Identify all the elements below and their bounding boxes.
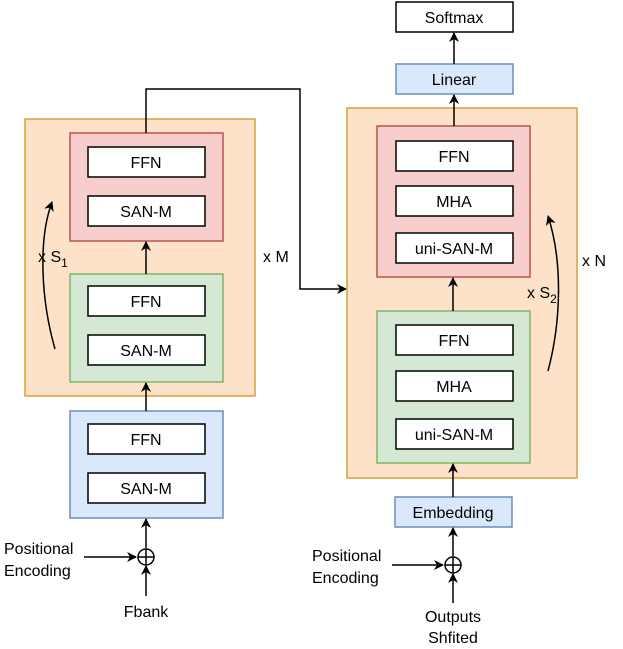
encoder-first-ffn-label: FFN bbox=[130, 432, 161, 449]
decoder-bottom-uni-box bbox=[395, 418, 514, 450]
encoder-middle-ffn-box bbox=[87, 285, 206, 317]
decoder-bottom-mha-label: MHA bbox=[436, 379, 472, 396]
decoder-repeat-arrow bbox=[546, 215, 560, 372]
decoder-top-ffn-label: FFN bbox=[438, 149, 469, 166]
encoder-repeat-arrow bbox=[42, 201, 56, 350]
decoder-softmax-box bbox=[395, 1, 514, 33]
decoder-top-mha-box bbox=[395, 185, 514, 217]
encoder-top-ffn-box bbox=[87, 146, 206, 178]
decoder-repeat-outer-label: x N bbox=[582, 253, 606, 270]
decoder-top-mha-label: MHA bbox=[436, 194, 472, 211]
encoder-top-san-label: SAN-M bbox=[120, 204, 172, 221]
encoder-middle-ffn-label: FFN bbox=[130, 294, 161, 311]
encoder-add-icon bbox=[137, 548, 155, 566]
decoder-input-line1: Outputs bbox=[425, 609, 481, 626]
encoder-middle-san-label: SAN-M bbox=[120, 343, 172, 360]
encoder-pos-encoding-line2: Encoding bbox=[4, 563, 71, 580]
arrow-encoder-to-decoder bbox=[145, 88, 347, 294]
decoder-pos-encoding-line1: Positional bbox=[312, 548, 381, 565]
encoder-first-ffn-box bbox=[87, 423, 206, 455]
encoder-top-ffn-label: FFN bbox=[130, 155, 161, 172]
decoder-input-line2: Shfited bbox=[428, 630, 478, 647]
encoder-first-san-label: SAN-M bbox=[120, 481, 172, 498]
decoder-bottom-ffn-label: FFN bbox=[438, 333, 469, 350]
decoder-top-uni-box bbox=[395, 232, 514, 264]
encoder-middle-san-box bbox=[87, 334, 206, 366]
decoder-top-ffn-box bbox=[395, 140, 514, 172]
decoder-softmax-label: Softmax bbox=[425, 10, 484, 27]
encoder-pos-encoding-line1: Positional bbox=[4, 541, 73, 558]
decoder-bottom-mha-box bbox=[395, 370, 514, 402]
decoder-repeat-inner-label: x S2 bbox=[527, 285, 557, 306]
encoder-first-san-box bbox=[87, 472, 206, 504]
decoder-bottom-ffn-box bbox=[395, 324, 514, 356]
encoder-repeat-inner-label: x S1 bbox=[38, 249, 68, 270]
decoder-embedding-label: Embedding bbox=[413, 505, 494, 522]
decoder-bottom-uni-label: uni-SAN-M bbox=[415, 427, 493, 444]
encoder-repeat-outer-label: x M bbox=[263, 249, 289, 266]
decoder-add-icon bbox=[444, 556, 462, 574]
decoder-linear-label: Linear bbox=[432, 72, 477, 89]
encoder-top-san-box bbox=[87, 195, 206, 227]
decoder-pos-encoding-line2: Encoding bbox=[312, 570, 379, 587]
encoder-input-label: Fbank bbox=[124, 604, 169, 621]
decoder-top-uni-label: uni-SAN-M bbox=[415, 241, 493, 258]
